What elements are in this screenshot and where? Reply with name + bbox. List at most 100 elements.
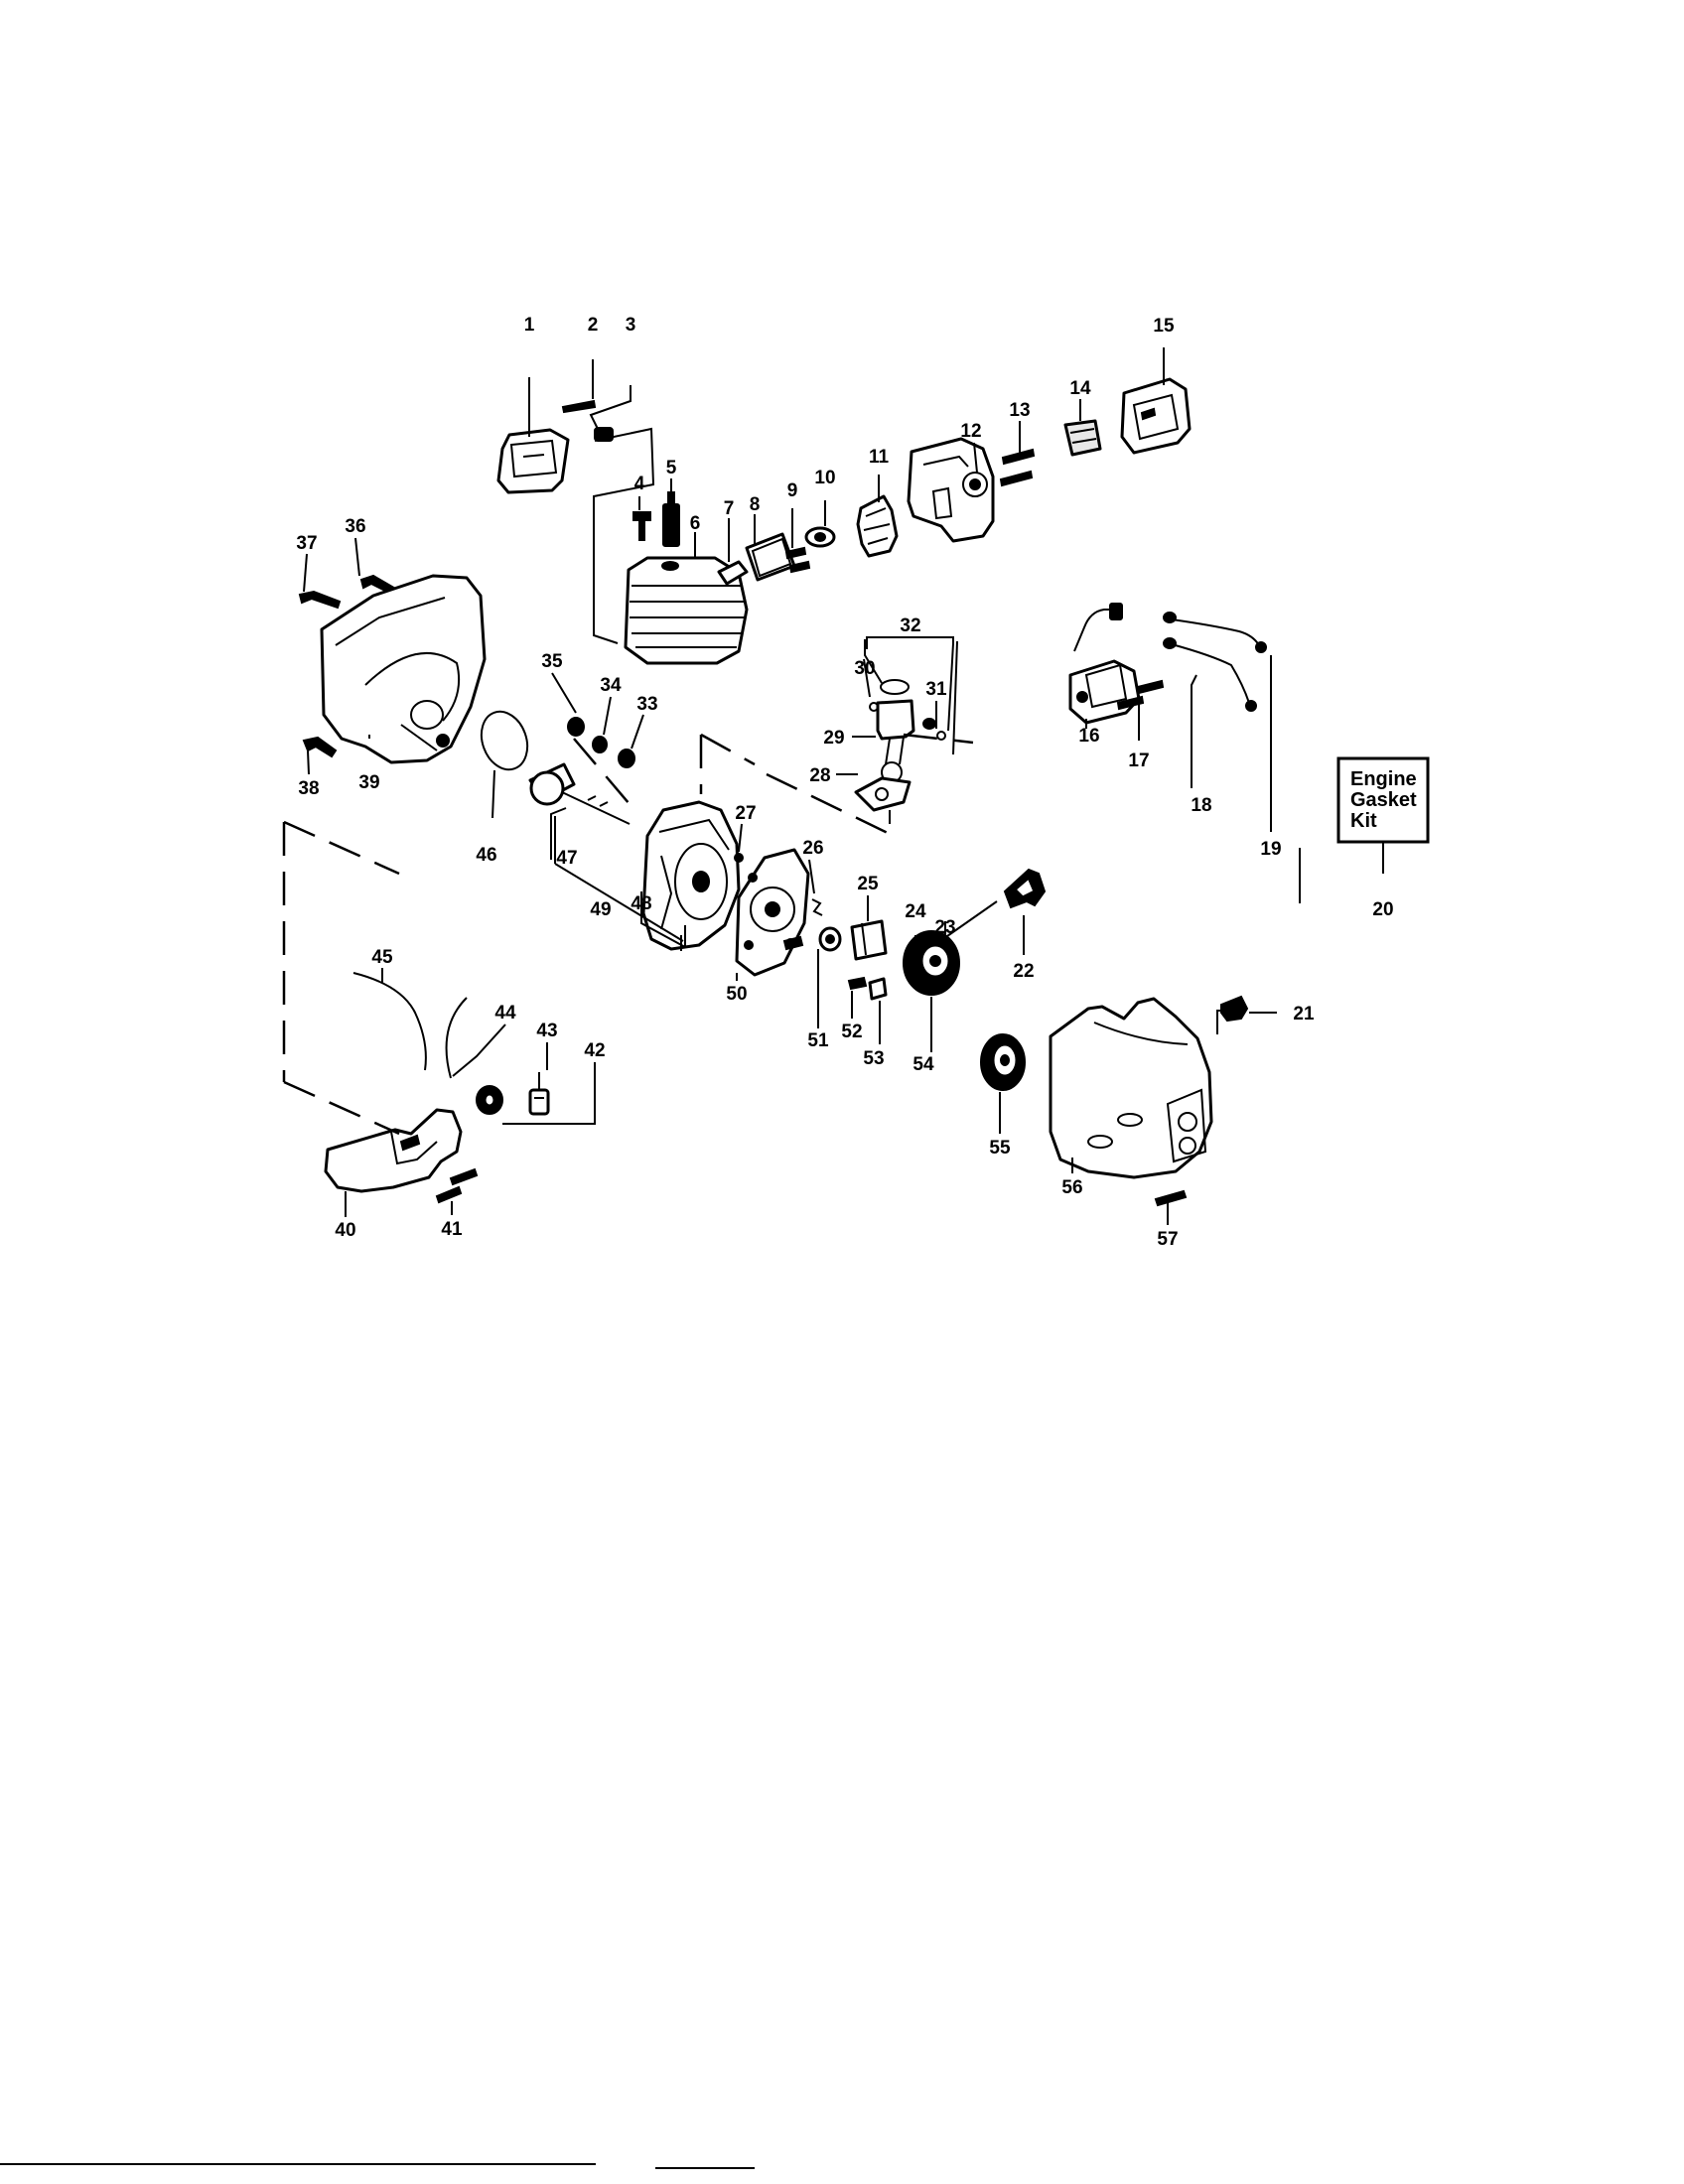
- part-pawl-spring: [811, 898, 823, 916]
- part-screw-4: [632, 511, 651, 541]
- callout-50: 50: [726, 984, 747, 1005]
- callout-27: 27: [735, 803, 756, 824]
- callout-7: 7: [724, 498, 735, 519]
- part-wrist-pin: [922, 718, 936, 730]
- part-carburetor: [856, 494, 899, 558]
- part-screw-57: [1154, 1189, 1188, 1207]
- kit-label-line3: Kit: [1350, 810, 1377, 832]
- callout-32: 32: [900, 615, 920, 636]
- part-engine-shroud: [1049, 997, 1213, 1179]
- callout-34: 34: [600, 675, 622, 696]
- part-crankshaft: [528, 762, 631, 825]
- callout-10: 10: [814, 468, 835, 488]
- part-bearing-35: [567, 717, 585, 737]
- callout-33: 33: [636, 694, 657, 715]
- callout-37: 37: [296, 533, 317, 554]
- callout-3: 3: [626, 315, 636, 336]
- assembly-dash-lines: [282, 733, 974, 1136]
- callout-11: 11: [869, 447, 890, 468]
- part-recoil-spring: [980, 1033, 1026, 1091]
- callout-8: 8: [750, 494, 761, 515]
- part-fitting-10: [804, 526, 836, 548]
- part-piston: [876, 699, 915, 783]
- callout-20: 20: [1372, 899, 1393, 920]
- callout-43: 43: [536, 1021, 557, 1041]
- part-switch: [1220, 995, 1249, 1023]
- callout-14: 14: [1069, 378, 1091, 399]
- part-fuel-filter: [528, 1072, 550, 1116]
- part-screw-2: [561, 399, 597, 414]
- part-screws-13: [999, 448, 1036, 487]
- callout-46: 46: [476, 845, 496, 866]
- callout-21: 21: [1293, 1004, 1315, 1024]
- kit-label-line1: Engine: [1350, 768, 1417, 790]
- callout-30: 30: [854, 658, 875, 679]
- callout-57: 57: [1157, 1229, 1178, 1250]
- callout-18: 18: [1191, 795, 1211, 816]
- callout-28: 28: [809, 765, 830, 786]
- part-wire-18: [1163, 637, 1257, 712]
- part-ring-42: [476, 1085, 503, 1115]
- callout-12: 12: [960, 421, 981, 442]
- part-cylinder: [624, 556, 749, 665]
- callout-47: 47: [556, 848, 577, 869]
- callout-15: 15: [1153, 316, 1175, 337]
- part-fuel-line-44: [445, 997, 468, 1079]
- part-piston-ring: [880, 679, 910, 695]
- part-spring-52: [847, 976, 868, 991]
- part-cylinder-cover: [496, 428, 570, 494]
- part-gasket-7: [717, 560, 749, 586]
- callout-48: 48: [631, 893, 651, 914]
- callout-49: 49: [590, 899, 611, 920]
- callout-23: 23: [934, 917, 955, 938]
- callout-38: 38: [298, 778, 319, 799]
- callout-40: 40: [335, 1220, 355, 1241]
- callout-25: 25: [857, 874, 879, 894]
- part-starter-pulley: [903, 930, 960, 996]
- part-washer-51: [818, 926, 842, 952]
- part-muffler: [320, 574, 487, 764]
- callout-45: 45: [371, 947, 393, 968]
- part-wire-19: [1163, 612, 1267, 653]
- callout-31: 31: [925, 679, 947, 700]
- callout-39: 39: [358, 772, 379, 793]
- callout-36: 36: [345, 516, 365, 537]
- callout-13: 13: [1009, 400, 1030, 421]
- callout-54: 54: [912, 1054, 934, 1075]
- callout-17: 17: [1128, 751, 1149, 771]
- part-screws-9: [784, 546, 811, 574]
- part-air-filter: [1063, 419, 1102, 457]
- part-pawl: [782, 935, 804, 951]
- part-bearing-33: [618, 749, 635, 768]
- part-starter-handle: [1003, 868, 1047, 909]
- callout-55: 55: [989, 1138, 1011, 1159]
- part-starter-rope: [936, 900, 998, 944]
- part-crankcase-gasket: [854, 776, 912, 812]
- part-pin-27: [734, 853, 744, 863]
- callout-52: 52: [841, 1022, 862, 1042]
- callout-19: 19: [1260, 839, 1281, 860]
- callout-42: 42: [584, 1040, 605, 1061]
- part-seal-34: [592, 736, 608, 753]
- callout-22: 22: [1013, 961, 1034, 982]
- part-screws-17: [1116, 679, 1165, 711]
- leader-lines: [303, 347, 1384, 1225]
- part-filter-cover: [1120, 377, 1192, 455]
- part-clutch-hub: [850, 919, 888, 961]
- callout-5: 5: [666, 458, 677, 478]
- callout-1: 1: [524, 315, 535, 336]
- callout-16: 16: [1078, 726, 1099, 747]
- part-muffler-shield: [324, 1108, 463, 1193]
- callout-53: 53: [863, 1048, 884, 1069]
- callout-29: 29: [823, 728, 844, 749]
- page-bottom-rule: [0, 2163, 755, 2169]
- callout-numbers: 1 2 3 4 5 6 7 8 9 10 11 12 13 14 15 16 1…: [296, 315, 1393, 1250]
- callout-6: 6: [690, 513, 701, 534]
- callout-2: 2: [588, 315, 599, 336]
- part-air-box: [907, 437, 995, 543]
- part-fuel-line-45: [352, 972, 427, 1071]
- engine-gasket-kit-box: Engine Gasket Kit: [1336, 756, 1430, 844]
- callout-56: 56: [1061, 1177, 1082, 1198]
- callout-9: 9: [787, 480, 798, 501]
